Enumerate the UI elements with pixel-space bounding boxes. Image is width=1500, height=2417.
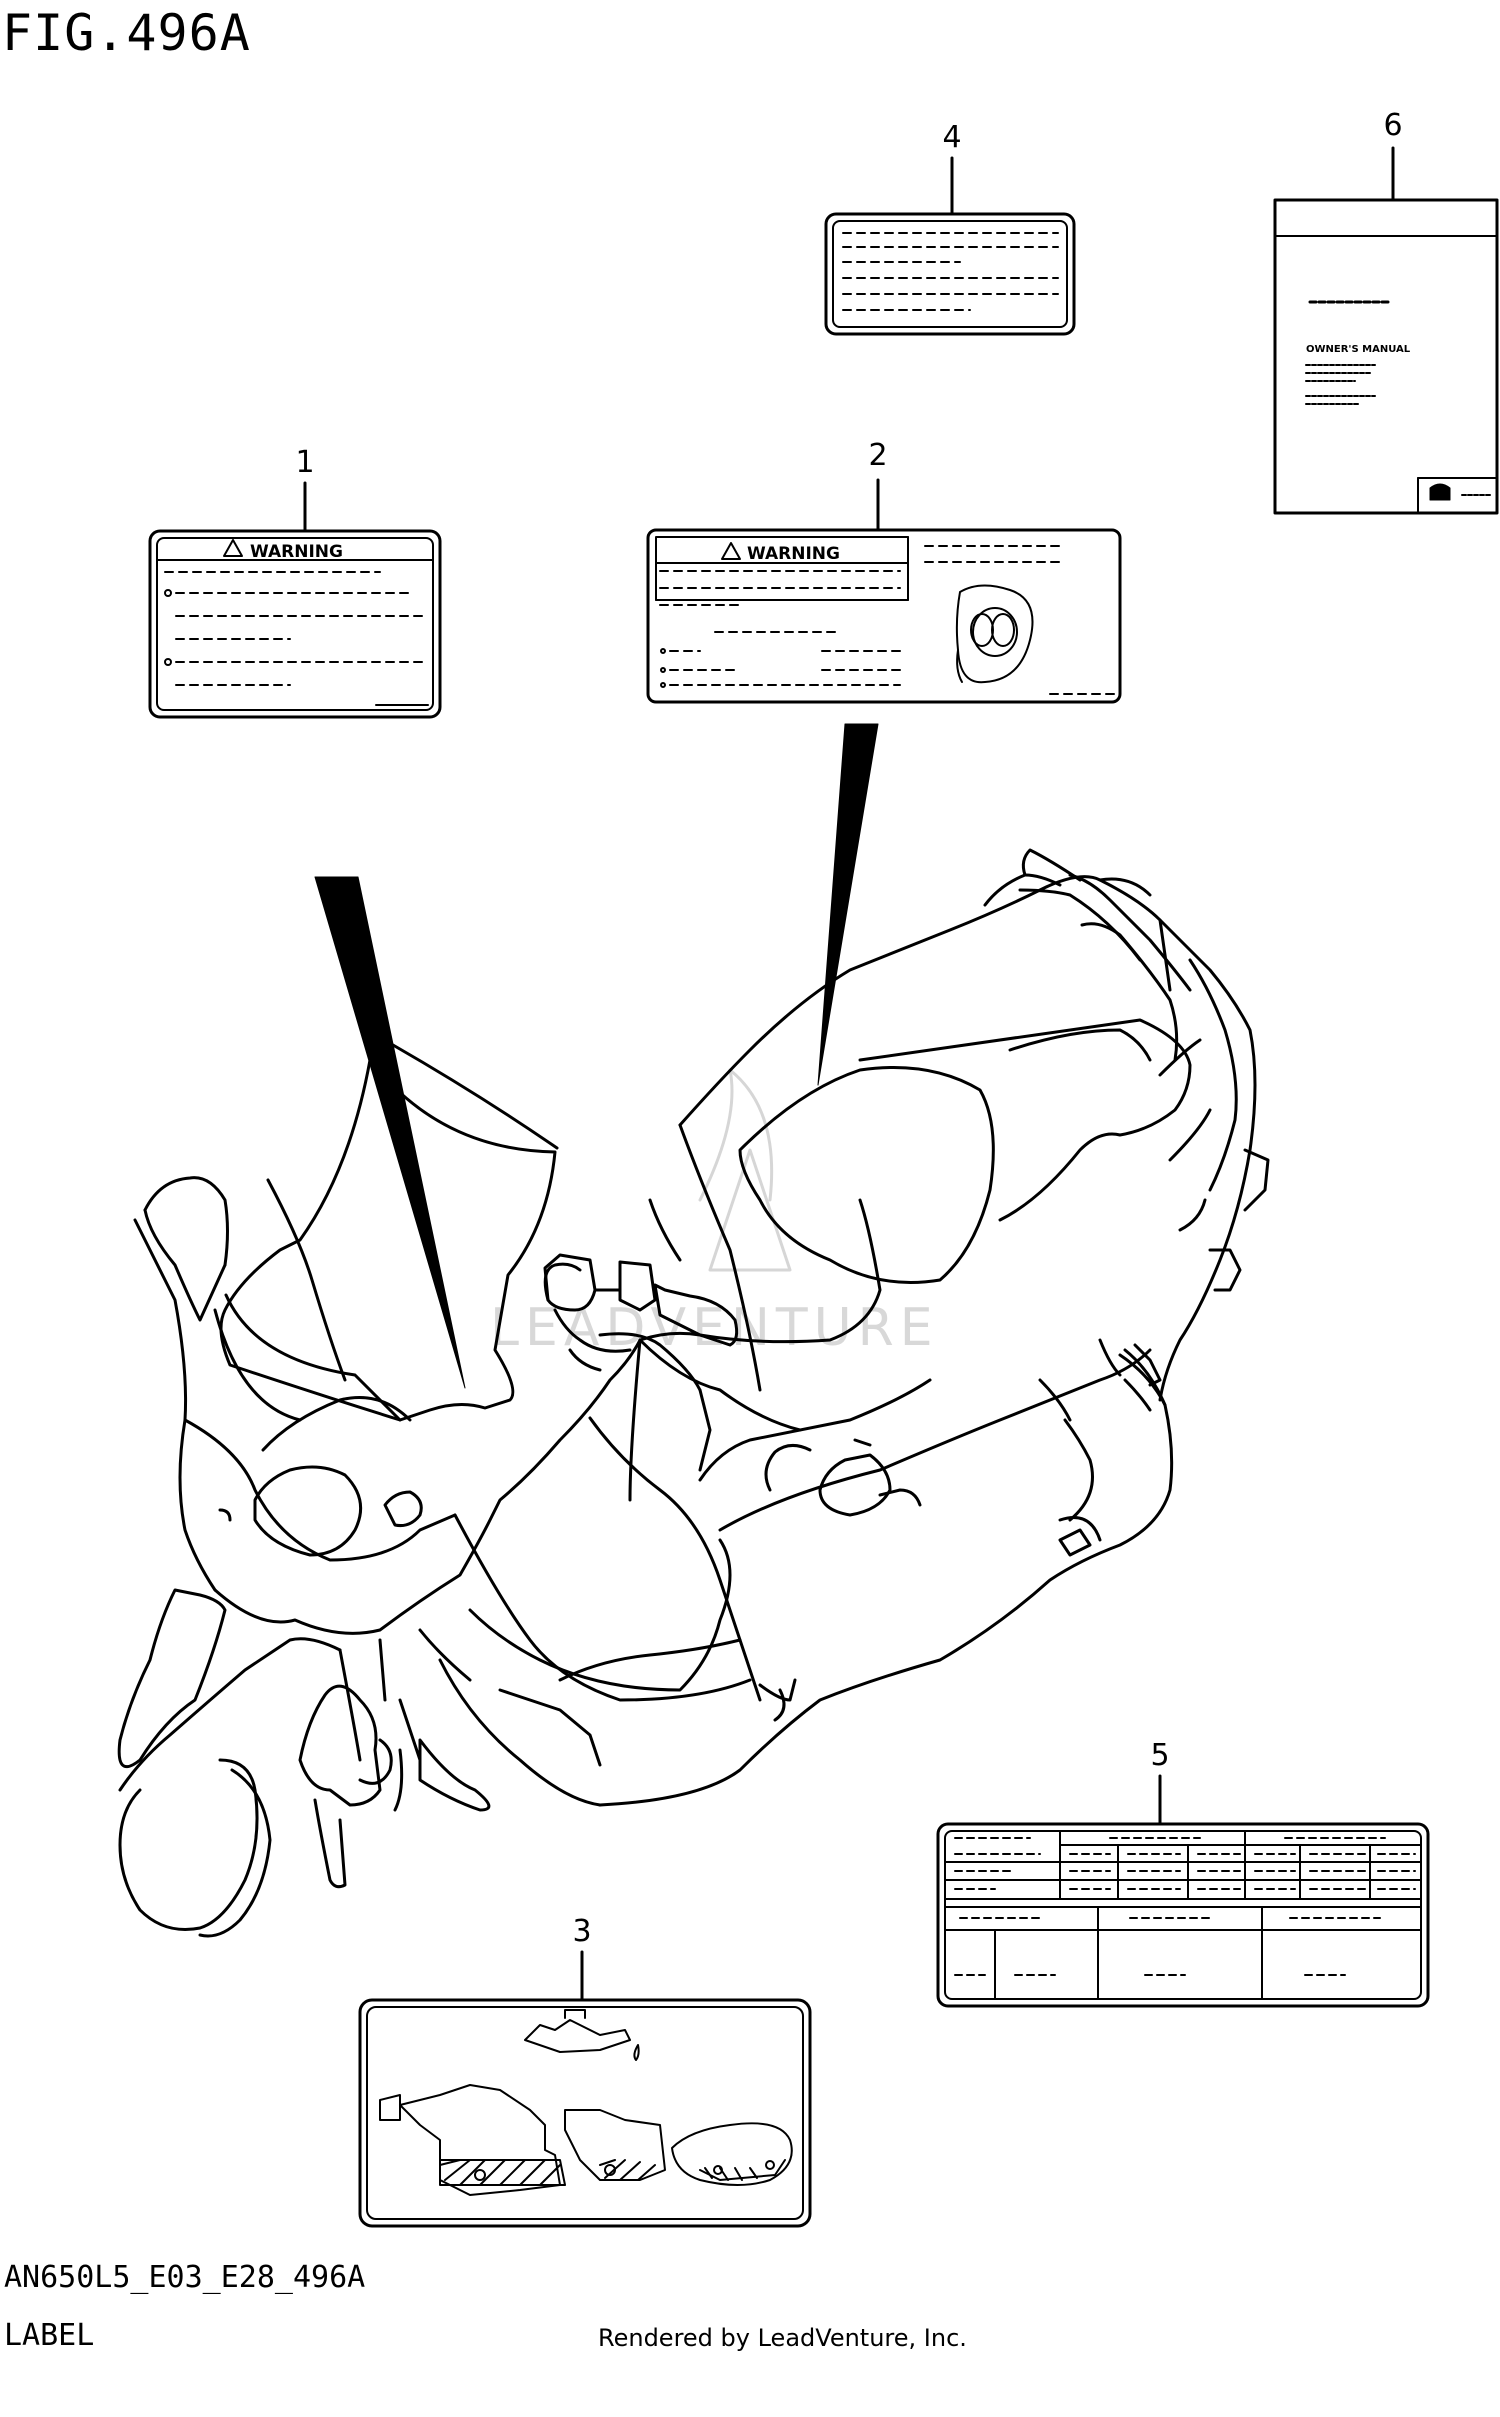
warning-label-2-heading: WARNING	[747, 544, 840, 564]
owners-manual[interactable]: OWNER'S MANUAL	[1273, 198, 1499, 515]
diagram-label: LABEL	[4, 2318, 95, 2353]
figure-title: FIG.496A	[2, 4, 251, 62]
warning-triangle-icon	[223, 539, 243, 557]
diagram-code: AN650L5_E03_E28_496A	[4, 2260, 366, 2295]
callout-3[interactable]: 3	[572, 1914, 592, 1949]
warning-triangle-icon	[721, 542, 741, 560]
callout-2[interactable]: 2	[868, 438, 888, 473]
spec-label-5[interactable]	[936, 1822, 1430, 2008]
oil-label-3[interactable]	[358, 1998, 812, 2228]
info-label-4[interactable]	[824, 212, 1076, 336]
warning-label-2[interactable]: WARNING	[646, 528, 1122, 704]
callout-6[interactable]: 6	[1383, 108, 1403, 143]
callout-5[interactable]: 5	[1150, 1738, 1170, 1773]
scooter-illustration	[117, 848, 1270, 1938]
leader-wedge-1	[314, 876, 466, 1389]
oil-can-icon	[524, 2009, 640, 2061]
warning-label-1-heading: WARNING	[250, 542, 343, 562]
callout-1[interactable]: 1	[295, 445, 315, 480]
reader-icon	[1429, 483, 1451, 501]
callout-4[interactable]: 4	[942, 120, 962, 155]
owners-manual-title: OWNER'S MANUAL	[1306, 344, 1411, 355]
helmet-icon	[955, 584, 1034, 684]
render-credit: Rendered by LeadVenture, Inc.	[598, 2324, 967, 2352]
warning-label-1[interactable]: WARNING	[148, 529, 442, 719]
leader-wedge-2	[817, 723, 879, 1086]
